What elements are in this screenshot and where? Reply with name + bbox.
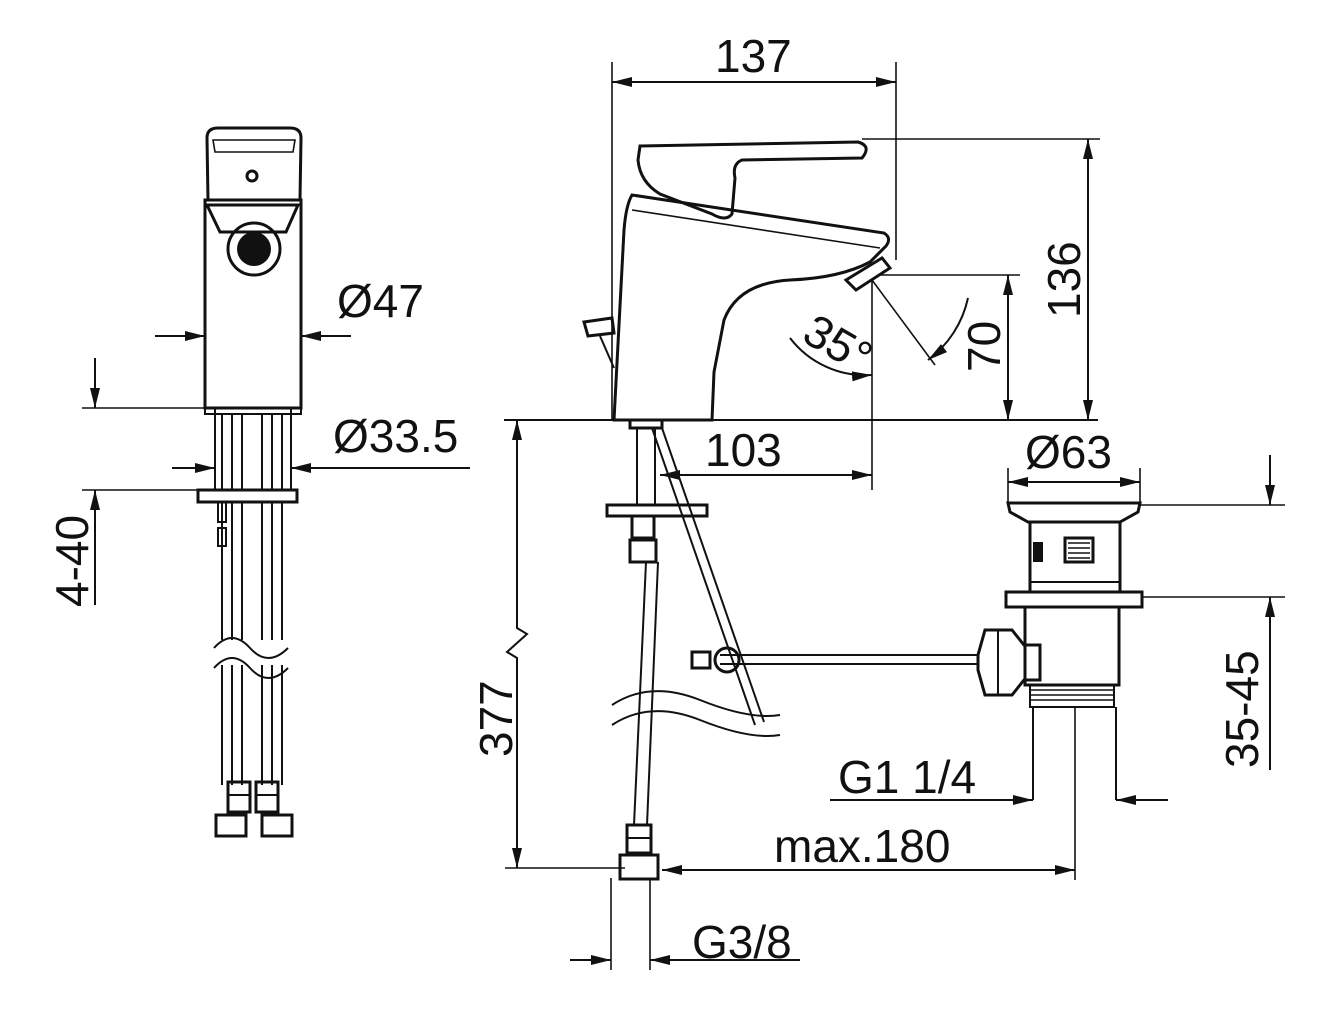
dim-spout-reach: 103 bbox=[705, 424, 782, 476]
front-view: Ø47 Ø33.5 4-40 bbox=[46, 126, 470, 838]
dim-deck-thickness: 4-40 bbox=[46, 515, 98, 607]
waste-valve: Ø63 35-45 G1 1/4 max.180 bbox=[662, 426, 1285, 880]
dim-hose-length: 377 bbox=[470, 680, 522, 757]
dim-overall-length: 137 bbox=[715, 30, 792, 82]
dim-hose-thread: G3/8 bbox=[692, 916, 792, 968]
dim-body-diameter: Ø47 bbox=[337, 275, 424, 327]
side-aerator bbox=[843, 256, 893, 292]
front-lever-handle bbox=[205, 126, 303, 202]
pivot-nut bbox=[976, 628, 1042, 697]
overflow-slot bbox=[1063, 536, 1095, 564]
dim-basin-thickness: 35-45 bbox=[1216, 650, 1268, 768]
dim-spout-height: 70 bbox=[958, 321, 1010, 372]
dim-tail-thread: G1 1/4 bbox=[838, 751, 976, 803]
dim-max-distance: max.180 bbox=[774, 820, 950, 872]
pivot-clip bbox=[713, 646, 741, 674]
dim-overall-height: 136 bbox=[1038, 241, 1090, 318]
waste-nut-plate bbox=[1004, 590, 1144, 609]
side-mounting-plate bbox=[605, 503, 709, 518]
front-mounting-plate bbox=[196, 488, 299, 504]
front-hoses bbox=[221, 414, 283, 785]
side-faucet-body bbox=[612, 193, 891, 422]
front-hose-fittings bbox=[214, 780, 294, 838]
side-lever-handle bbox=[636, 140, 868, 220]
aerator-outlet bbox=[226, 221, 282, 277]
waste-flange bbox=[1006, 501, 1142, 524]
dim-spray-angle: 35° bbox=[795, 304, 881, 384]
side-hose-fitting bbox=[618, 823, 660, 881]
dim-shank-diameter: Ø33.5 bbox=[333, 410, 458, 462]
waste-tail-thread bbox=[1029, 684, 1115, 708]
dim-flange-diameter: Ø63 bbox=[1025, 426, 1112, 478]
